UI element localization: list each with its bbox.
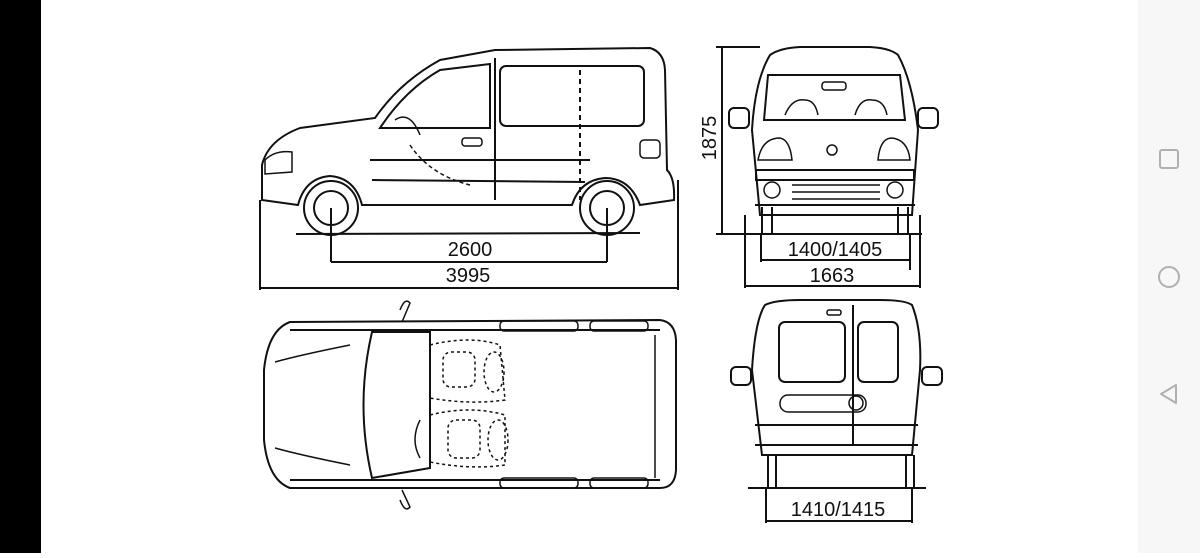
left-black-bar: [0, 0, 41, 553]
square-icon: [1159, 149, 1179, 169]
overall-width-label: 1663: [810, 265, 855, 287]
circle-icon: [1158, 266, 1180, 288]
wheelbase-label: 2600: [448, 239, 493, 261]
height-label: 1875: [699, 116, 721, 161]
front-view: [716, 46, 939, 288]
recents-button[interactable]: [1157, 147, 1181, 171]
home-button[interactable]: [1157, 265, 1181, 289]
rear-view: [730, 299, 943, 523]
drawing-canvas: 2600 3995: [41, 0, 1138, 553]
rear-track-label: 1410/1415: [791, 499, 886, 521]
overall-length-label: 3995: [446, 265, 491, 287]
back-button[interactable]: [1157, 382, 1181, 406]
front-track-label: 1400/1405: [788, 239, 883, 261]
triangle-back-icon: [1160, 384, 1177, 404]
top-view: [263, 300, 677, 510]
android-navigation-bar: [1138, 0, 1200, 553]
side-view: [259, 46, 679, 290]
